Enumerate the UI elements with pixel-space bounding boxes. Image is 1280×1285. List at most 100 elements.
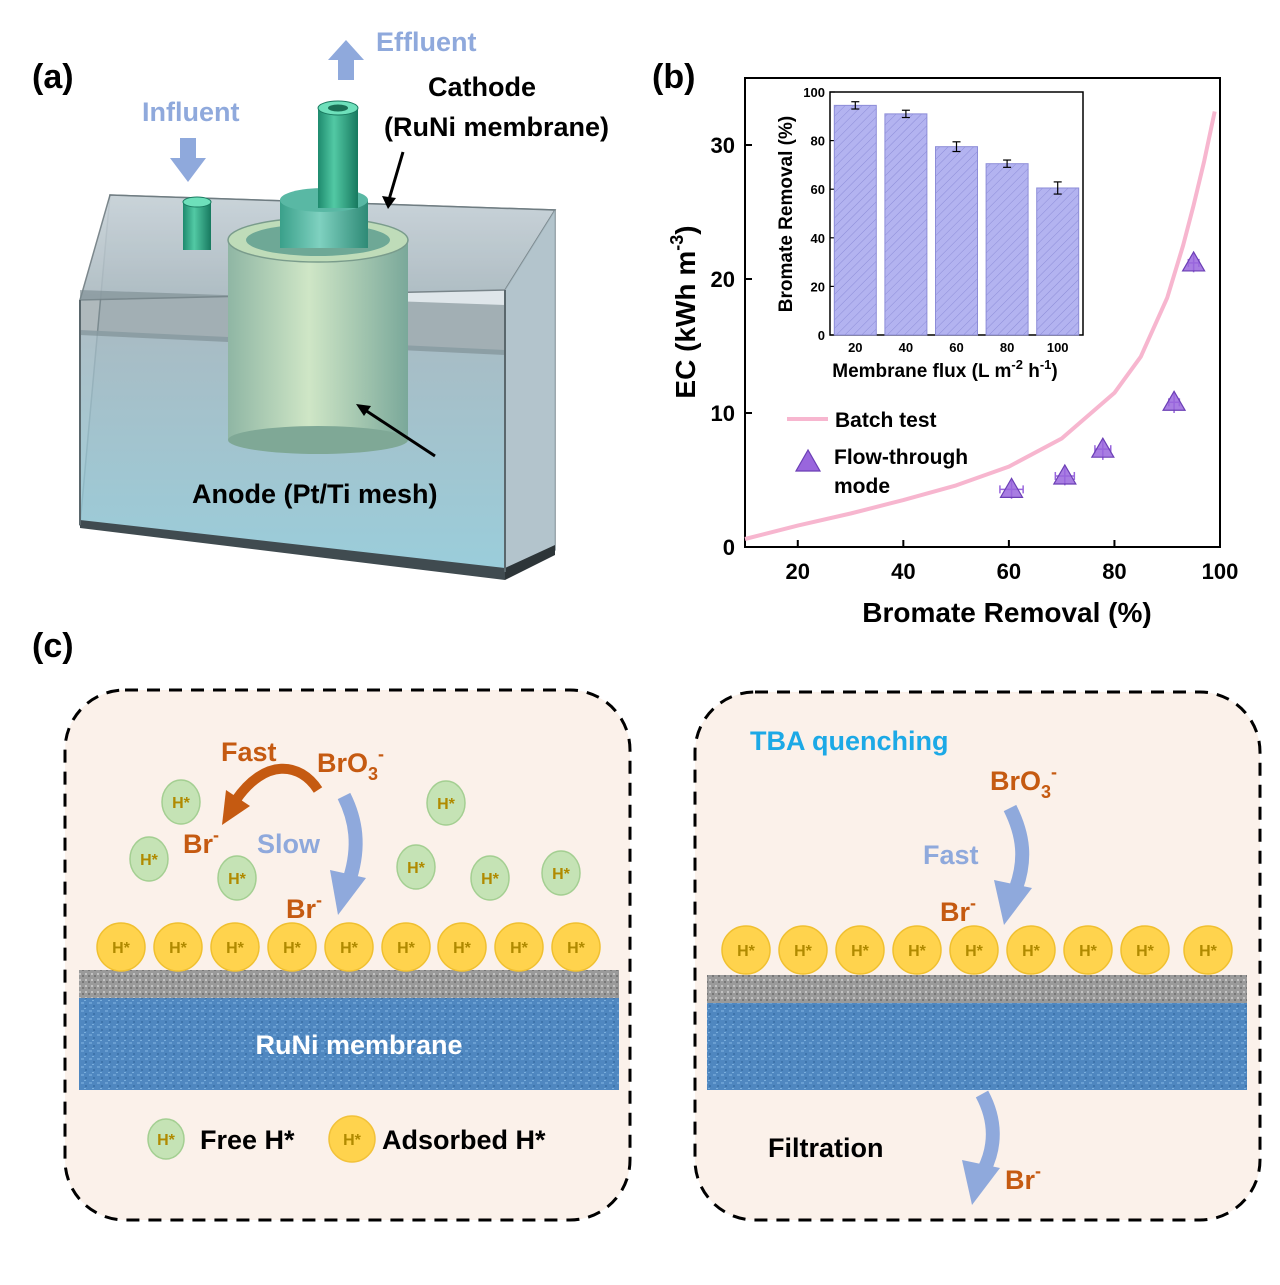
panel-a: (a) <box>32 27 609 580</box>
inset-x-axis-title: Membrane flux (L m-2 h-1) <box>832 357 1057 382</box>
flow-through-point <box>1052 463 1077 485</box>
influent-arrow-icon <box>170 138 206 182</box>
inset-y-tick-label: 20 <box>811 279 825 294</box>
bro3-label-right: BrO3- <box>990 762 1057 802</box>
inset-y-tick-label: 40 <box>811 231 825 246</box>
influent-tube <box>182 196 212 250</box>
membrane-surface <box>79 970 619 1000</box>
free-h-legend-icon <box>147 1118 185 1160</box>
free-h-4-icon <box>396 844 436 890</box>
membrane-surface-right <box>707 975 1247 1005</box>
inset-y-tick-label: 100 <box>803 85 825 100</box>
adsorbed-h-8-icon <box>551 922 601 972</box>
adsorbed-h-legend-icon <box>328 1115 376 1163</box>
filtration-label: Filtration <box>768 1133 884 1163</box>
plot-frame <box>744 77 1221 548</box>
adsorbed-h-right-1-icon <box>778 925 828 975</box>
free-h-legend-label: Free H* <box>200 1125 295 1155</box>
adsorbed-h-1-icon <box>153 922 203 972</box>
cathode-label-line2: (RuNi membrane) <box>384 112 609 142</box>
right-mechanism-box: H*H*H*H*H*H*H*H*H* TBA quenching BrO3- F… <box>693 690 1262 1222</box>
br-label-slow: Br- <box>286 890 322 924</box>
fast-arrow-right-head-icon <box>994 880 1032 925</box>
inset-x-tick-label: 80 <box>1000 340 1014 355</box>
flow-through-point <box>1090 436 1115 458</box>
inset-x-title-sup1: -2 <box>1011 357 1023 372</box>
free-h-5-symbol: H* <box>481 871 500 888</box>
fast-arrow-right-icon <box>1003 804 1030 891</box>
effluent-label: Effluent <box>376 27 477 57</box>
y-tick-label: 30 <box>711 133 735 158</box>
anode-pointer-head-icon <box>356 404 371 416</box>
inset-x-tick-label: 40 <box>899 340 913 355</box>
adsorbed-h-right-8-symbol: H* <box>1199 943 1218 960</box>
inset-bar <box>1036 187 1080 336</box>
adsorbed-h-5-symbol: H* <box>397 940 416 957</box>
inset-y-tick-label: 80 <box>811 134 825 149</box>
inset-bar <box>884 113 928 336</box>
inset-bar <box>985 163 1029 336</box>
inset-y-tick-label: 60 <box>811 182 825 197</box>
effluent-tube <box>317 100 359 208</box>
slow-label: Slow <box>257 829 321 859</box>
free-h-0-symbol: H* <box>172 795 191 812</box>
fast-arrow-head-icon <box>222 790 250 825</box>
x-axis-title: Bromate Removal (%) <box>862 597 1151 628</box>
inset-x-title-c: ) <box>1051 361 1057 382</box>
free-h-6-symbol: H* <box>552 866 571 883</box>
x-tick-label: 20 <box>786 559 810 584</box>
adsorbed-h-7-symbol: H* <box>510 940 529 957</box>
free-h-cluster: H*H*H*H*H*H*H* <box>129 779 581 901</box>
filtration-arrow-icon <box>975 1090 1000 1174</box>
adsorbed-h-8-symbol: H* <box>567 940 586 957</box>
anode-pointer <box>361 406 436 458</box>
adsorbed-h-right-8-icon <box>1183 925 1233 975</box>
x-tick-label: 40 <box>891 559 915 584</box>
adsorbed-h-right-3-symbol: H* <box>908 943 927 960</box>
x-tick-label: 80 <box>1102 559 1126 584</box>
adsorbed-h-right-6-symbol: H* <box>1079 943 1098 960</box>
adsorbed-h-right-4-icon <box>949 925 999 975</box>
adsorbed-h-right-5-icon <box>1006 925 1056 975</box>
anode-cylinder <box>227 217 409 454</box>
legend-batch-label: Batch test <box>835 409 937 432</box>
adsorbed-h-right-2-icon <box>835 925 885 975</box>
y-tick-label: 20 <box>711 267 735 292</box>
cathode-pointer-head-icon <box>382 196 396 209</box>
panel-c: (c) RuNi membrane H*H*H*H*H*H*H*H*H* H*H… <box>32 627 1262 1222</box>
adsorbed-h-5-icon <box>381 922 431 972</box>
adsorbed-h-right-3-icon <box>892 925 942 975</box>
effluent-arrow-icon <box>328 40 364 80</box>
y-axis-title-close: ) <box>670 225 701 234</box>
flow-through-point <box>1162 390 1187 411</box>
free-h-2-icon <box>217 855 257 901</box>
flow-through-point <box>999 477 1024 498</box>
membrane-label: RuNi membrane <box>255 1030 462 1060</box>
adsorbed-h-row: H*H*H*H*H*H*H*H*H* <box>96 922 601 972</box>
adsorbed-h-4-icon <box>324 922 374 972</box>
legend-flow-icon <box>794 448 822 472</box>
adsorbed-h-0-icon <box>96 922 146 972</box>
free-h-3-symbol: H* <box>437 796 456 813</box>
inset-x-title-b: h <box>1023 361 1040 382</box>
br-label-filtrate: Br- <box>1005 1161 1041 1195</box>
inset-y-tick-label: 0 <box>818 328 825 343</box>
free-h-1-symbol: H* <box>140 852 159 869</box>
ruNi-membrane-layer <box>79 998 619 1090</box>
y-axis-title: EC (kWh m-3) <box>667 225 701 398</box>
x-tick-label: 100 <box>1202 559 1239 584</box>
adsorbed-h-legend-label: Adsorbed H* <box>382 1125 546 1155</box>
adsorbed-h-right-1-symbol: H* <box>794 943 813 960</box>
adsorbed-h-3-symbol: H* <box>283 940 302 957</box>
y-tick-label: 0 <box>723 535 735 560</box>
y-axis-title-sup: -3 <box>667 235 687 251</box>
y-axis-title-main: EC (kWh m <box>670 251 701 399</box>
inset-x-tick-label: 20 <box>848 340 862 355</box>
panel-b-label: (b) <box>652 58 695 96</box>
slow-arrow-icon <box>337 792 363 881</box>
adsorbed-h-right-2-symbol: H* <box>851 943 870 960</box>
legend-flow-label-line2: mode <box>834 475 890 498</box>
